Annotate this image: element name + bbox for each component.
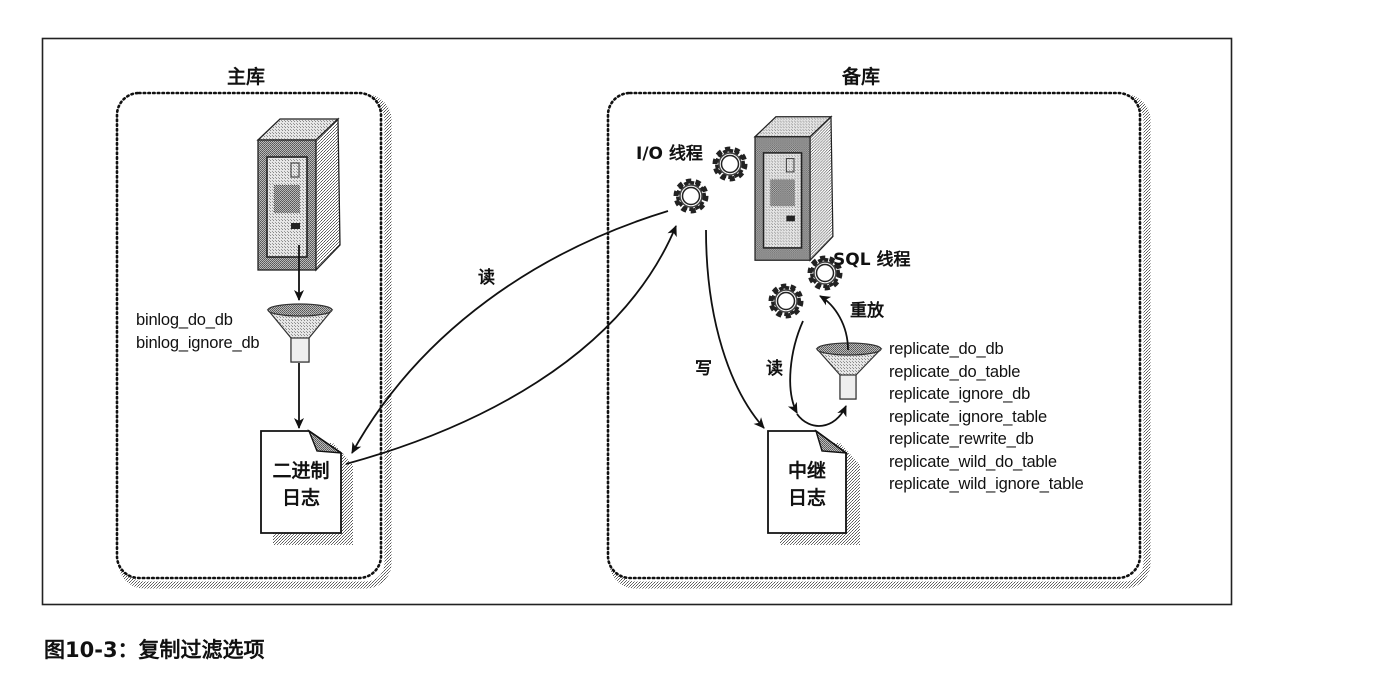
figure-caption: 图10-3：复制过滤选项	[44, 638, 265, 662]
replica-filter-option: replicate_do_db	[889, 340, 1004, 358]
replica-filter-option: replicate_wild_do_table	[889, 452, 1057, 471]
binlog-label: 二进制 日志	[261, 458, 341, 512]
sql-thread-label: SQL 线程	[833, 250, 911, 270]
replica-filter-option: replicate_ignore_table	[889, 407, 1047, 426]
replica-funnel-icon	[815, 342, 883, 400]
write-label: 写	[695, 359, 712, 379]
replica-filter-option: replicate_rewrite_db	[889, 430, 1034, 448]
binlog-label-line1: 二进制	[272, 460, 330, 482]
binlog-document-icon	[260, 429, 353, 545]
master-title: 主库	[227, 66, 266, 88]
io-read-label: 读	[478, 268, 495, 288]
figure-frame	[41, 37, 1233, 606]
replica-filter-option: replicate_wild_ignore_table	[889, 475, 1084, 493]
master-filter-option: binlog_ignore_db	[136, 333, 260, 352]
replay-arrow	[819, 295, 849, 351]
master-server-icon	[256, 117, 341, 272]
sql-read-relay-arrow	[787, 320, 804, 414]
replica-box	[606, 91, 1151, 589]
replay-label: 重放	[850, 301, 884, 321]
io-write-relay-arrow	[705, 229, 765, 429]
relay-to-funnel-arrow	[796, 405, 847, 427]
binlog-label-line2: 日志	[281, 487, 320, 509]
replica-title: 备库	[842, 66, 881, 88]
relay-log-label: 中继 日志	[768, 458, 846, 512]
io-read-request-arrow	[351, 210, 669, 454]
master-filter-options: binlog_do_db binlog_ignore_db	[136, 309, 260, 354]
replica-filter-option: replicate_ignore_db	[889, 385, 1031, 403]
io-thread-label: I/O 线程	[636, 144, 703, 164]
binlog-to-io-arrow	[345, 225, 677, 465]
relay-log-document-icon	[767, 429, 860, 545]
replica-server-icon	[753, 115, 834, 262]
sql-read-label: 读	[766, 359, 783, 379]
master-funnel-icon	[266, 303, 334, 363]
master-filter-option: binlog_do_db	[136, 311, 233, 329]
relay-log-label-line2: 日志	[787, 487, 826, 509]
relay-log-label-line1: 中继	[787, 460, 826, 482]
replica-filter-option: replicate_do_table	[889, 362, 1021, 381]
replica-filter-options: replicate_do_db replicate_do_table repli…	[889, 338, 1084, 496]
